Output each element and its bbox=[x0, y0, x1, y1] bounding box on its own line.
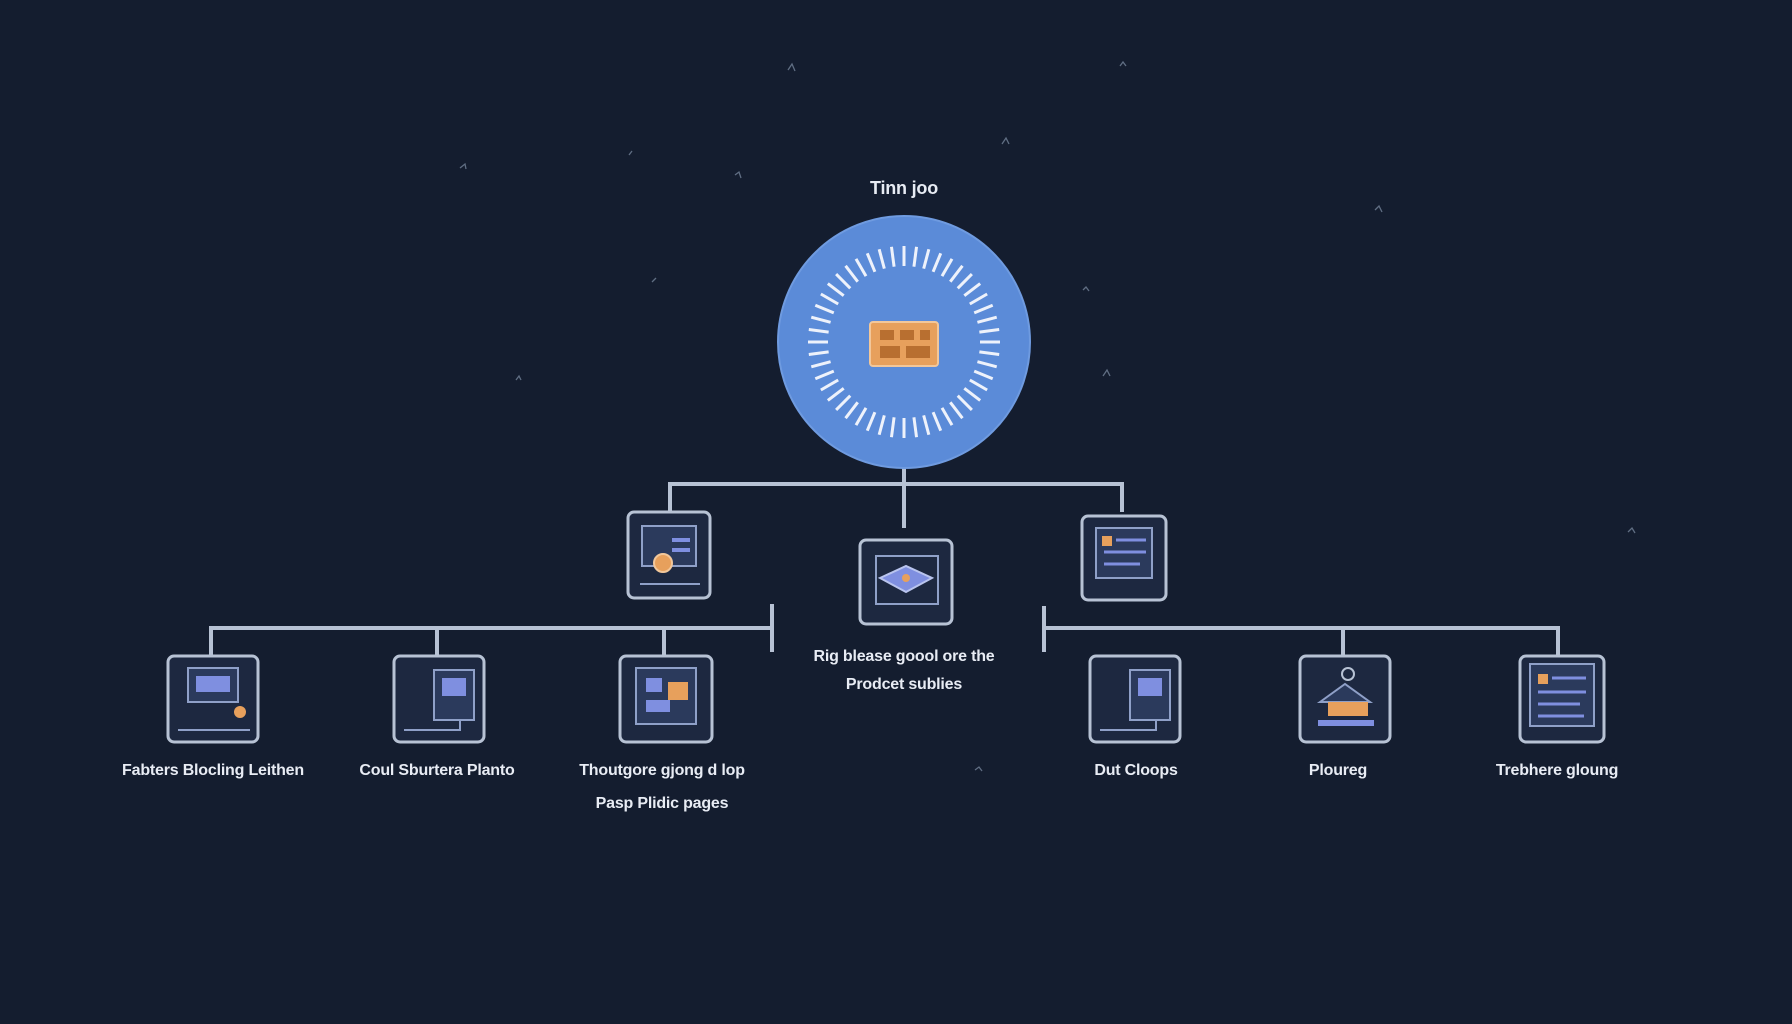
gear-chip-icon bbox=[869, 321, 939, 367]
leaf-label-4: Dut Cloops bbox=[1094, 762, 1178, 779]
dial-tick bbox=[835, 273, 852, 290]
dial-tick bbox=[808, 350, 829, 357]
center-label-line2: Prodcet sublies bbox=[845, 676, 963, 693]
dial-tick bbox=[844, 264, 859, 283]
leaf-node-1[interactable] bbox=[166, 654, 260, 744]
dial-tick bbox=[973, 369, 994, 381]
leaf-label-2: Coul Sburtera Planto bbox=[359, 762, 515, 779]
leaf-node-2[interactable] bbox=[392, 654, 486, 744]
root-dial-ticks bbox=[808, 246, 1000, 438]
dial-tick bbox=[973, 303, 994, 315]
dial-tick bbox=[977, 360, 998, 369]
dial-tick bbox=[922, 248, 931, 269]
dial-tick bbox=[979, 327, 1000, 334]
dial-tick bbox=[949, 264, 964, 283]
dial-tick bbox=[912, 417, 919, 438]
dial-tick bbox=[814, 369, 835, 381]
root-title: Tinn joo bbox=[869, 178, 939, 198]
root-node[interactable] bbox=[777, 215, 1031, 469]
dial-tick bbox=[826, 282, 845, 297]
dial-tick bbox=[956, 273, 973, 290]
connector-lines bbox=[209, 466, 1560, 658]
dial-tick bbox=[810, 315, 831, 324]
mid-right-node[interactable] bbox=[1080, 514, 1168, 602]
dial-tick bbox=[963, 387, 982, 402]
leaf-label-5: Ploureg bbox=[1308, 762, 1368, 779]
dial-tick bbox=[963, 282, 982, 297]
dial-tick bbox=[956, 394, 973, 411]
leaf-node-6[interactable] bbox=[1518, 654, 1606, 744]
dial-tick bbox=[835, 394, 852, 411]
dial-tick bbox=[820, 378, 839, 392]
dial-tick bbox=[877, 415, 886, 436]
mid-left-node[interactable] bbox=[626, 510, 712, 600]
dial-tick bbox=[854, 258, 868, 277]
dial-tick bbox=[865, 252, 877, 273]
dial-tick bbox=[865, 411, 877, 432]
leaf-label-3: Thoutgore gjong d lop bbox=[579, 762, 745, 779]
leaf-node-4[interactable] bbox=[1088, 654, 1182, 744]
center-node[interactable] bbox=[858, 538, 954, 626]
dial-tick bbox=[877, 248, 886, 269]
dial-tick bbox=[922, 415, 931, 436]
background-sparkles bbox=[459, 60, 1636, 772]
leaf-node-5[interactable] bbox=[1298, 654, 1392, 744]
dial-tick bbox=[940, 258, 954, 277]
dial-tick bbox=[931, 252, 943, 273]
dial-tick bbox=[889, 246, 896, 267]
dial-tick bbox=[820, 292, 839, 306]
dial-tick bbox=[969, 292, 988, 306]
dial-tick bbox=[826, 387, 845, 402]
dial-tick bbox=[854, 407, 868, 426]
dial-tick bbox=[940, 407, 954, 426]
dial-tick bbox=[810, 360, 831, 369]
leaf-node-3[interactable] bbox=[618, 654, 714, 744]
dial-tick bbox=[889, 417, 896, 438]
center-label-line1: Rig blease goool ore the bbox=[813, 648, 995, 665]
dial-tick bbox=[969, 378, 988, 392]
dial-tick bbox=[977, 315, 998, 324]
dial-tick bbox=[814, 303, 835, 315]
dial-tick bbox=[979, 350, 1000, 357]
leaf-label-6: Trebhere gloung bbox=[1495, 762, 1619, 779]
leaf-label-1: Fabters Blocling Leithen bbox=[122, 762, 304, 779]
dial-tick bbox=[808, 327, 829, 334]
dial-tick bbox=[912, 246, 919, 267]
dial-tick bbox=[949, 401, 964, 420]
leaf-label-3-line2: Pasp Plidic pages bbox=[595, 795, 729, 812]
dial-tick bbox=[844, 401, 859, 420]
dial-tick bbox=[931, 411, 943, 432]
